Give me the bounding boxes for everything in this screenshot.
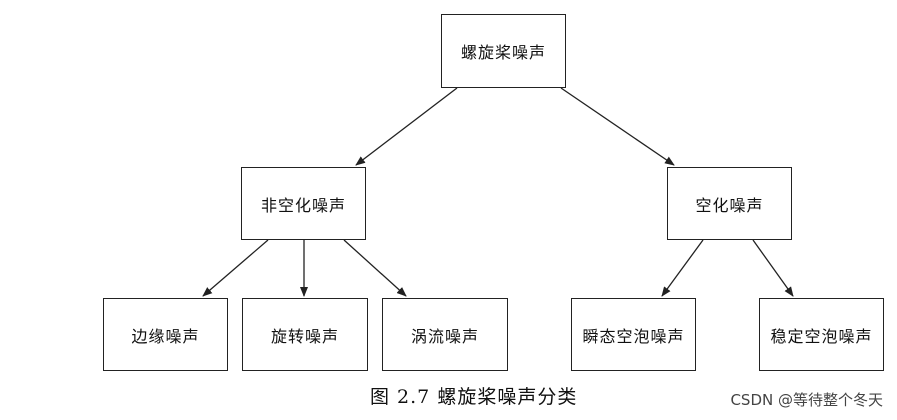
node-label: 空化噪声 — [695, 195, 764, 215]
node-edge-noise: 边缘噪声 — [103, 298, 228, 371]
node-vortex-noise: 涡流噪声 — [382, 298, 508, 371]
node-non-cavitation-noise: 非空化噪声 — [241, 167, 366, 240]
figure-title: 螺旋桨噪声分类 — [437, 386, 578, 408]
watermark: CSDN @等待整个冬天 — [730, 389, 883, 410]
edge-root-to-non-cavitation — [355, 87, 458, 166]
edge-cavitation-to-transient-bubble — [661, 239, 704, 297]
node-rotation-noise: 旋转噪声 — [242, 298, 368, 371]
edge-non-cavitation-to-vortex — [343, 239, 407, 297]
watermark-text: CSDN @等待整个冬天 — [730, 391, 883, 409]
node-label: 边缘噪声 — [131, 326, 200, 346]
node-cavitation-noise: 空化噪声 — [667, 167, 792, 240]
node-transient-bubble-noise: 瞬态空泡噪声 — [571, 298, 696, 371]
figure-caption: 图 2.7 螺旋桨噪声分类 — [370, 382, 577, 409]
node-label: 非空化噪声 — [260, 195, 346, 215]
figure-number: 图 2.7 — [370, 386, 431, 408]
node-stable-bubble-noise: 稳定空泡噪声 — [759, 298, 884, 371]
edge-cavitation-to-stable-bubble — [752, 239, 794, 297]
node-label: 涡流噪声 — [410, 326, 479, 346]
edge-non-cavitation-to-edge — [202, 239, 269, 297]
edge-root-to-cavitation — [560, 87, 675, 166]
node-label: 旋转噪声 — [270, 326, 339, 346]
node-label: 瞬态空泡噪声 — [582, 326, 685, 346]
node-propeller-noise: 螺旋桨噪声 — [441, 14, 566, 88]
node-label: 稳定空泡噪声 — [770, 326, 873, 346]
node-label: 螺旋桨噪声 — [460, 43, 546, 62]
